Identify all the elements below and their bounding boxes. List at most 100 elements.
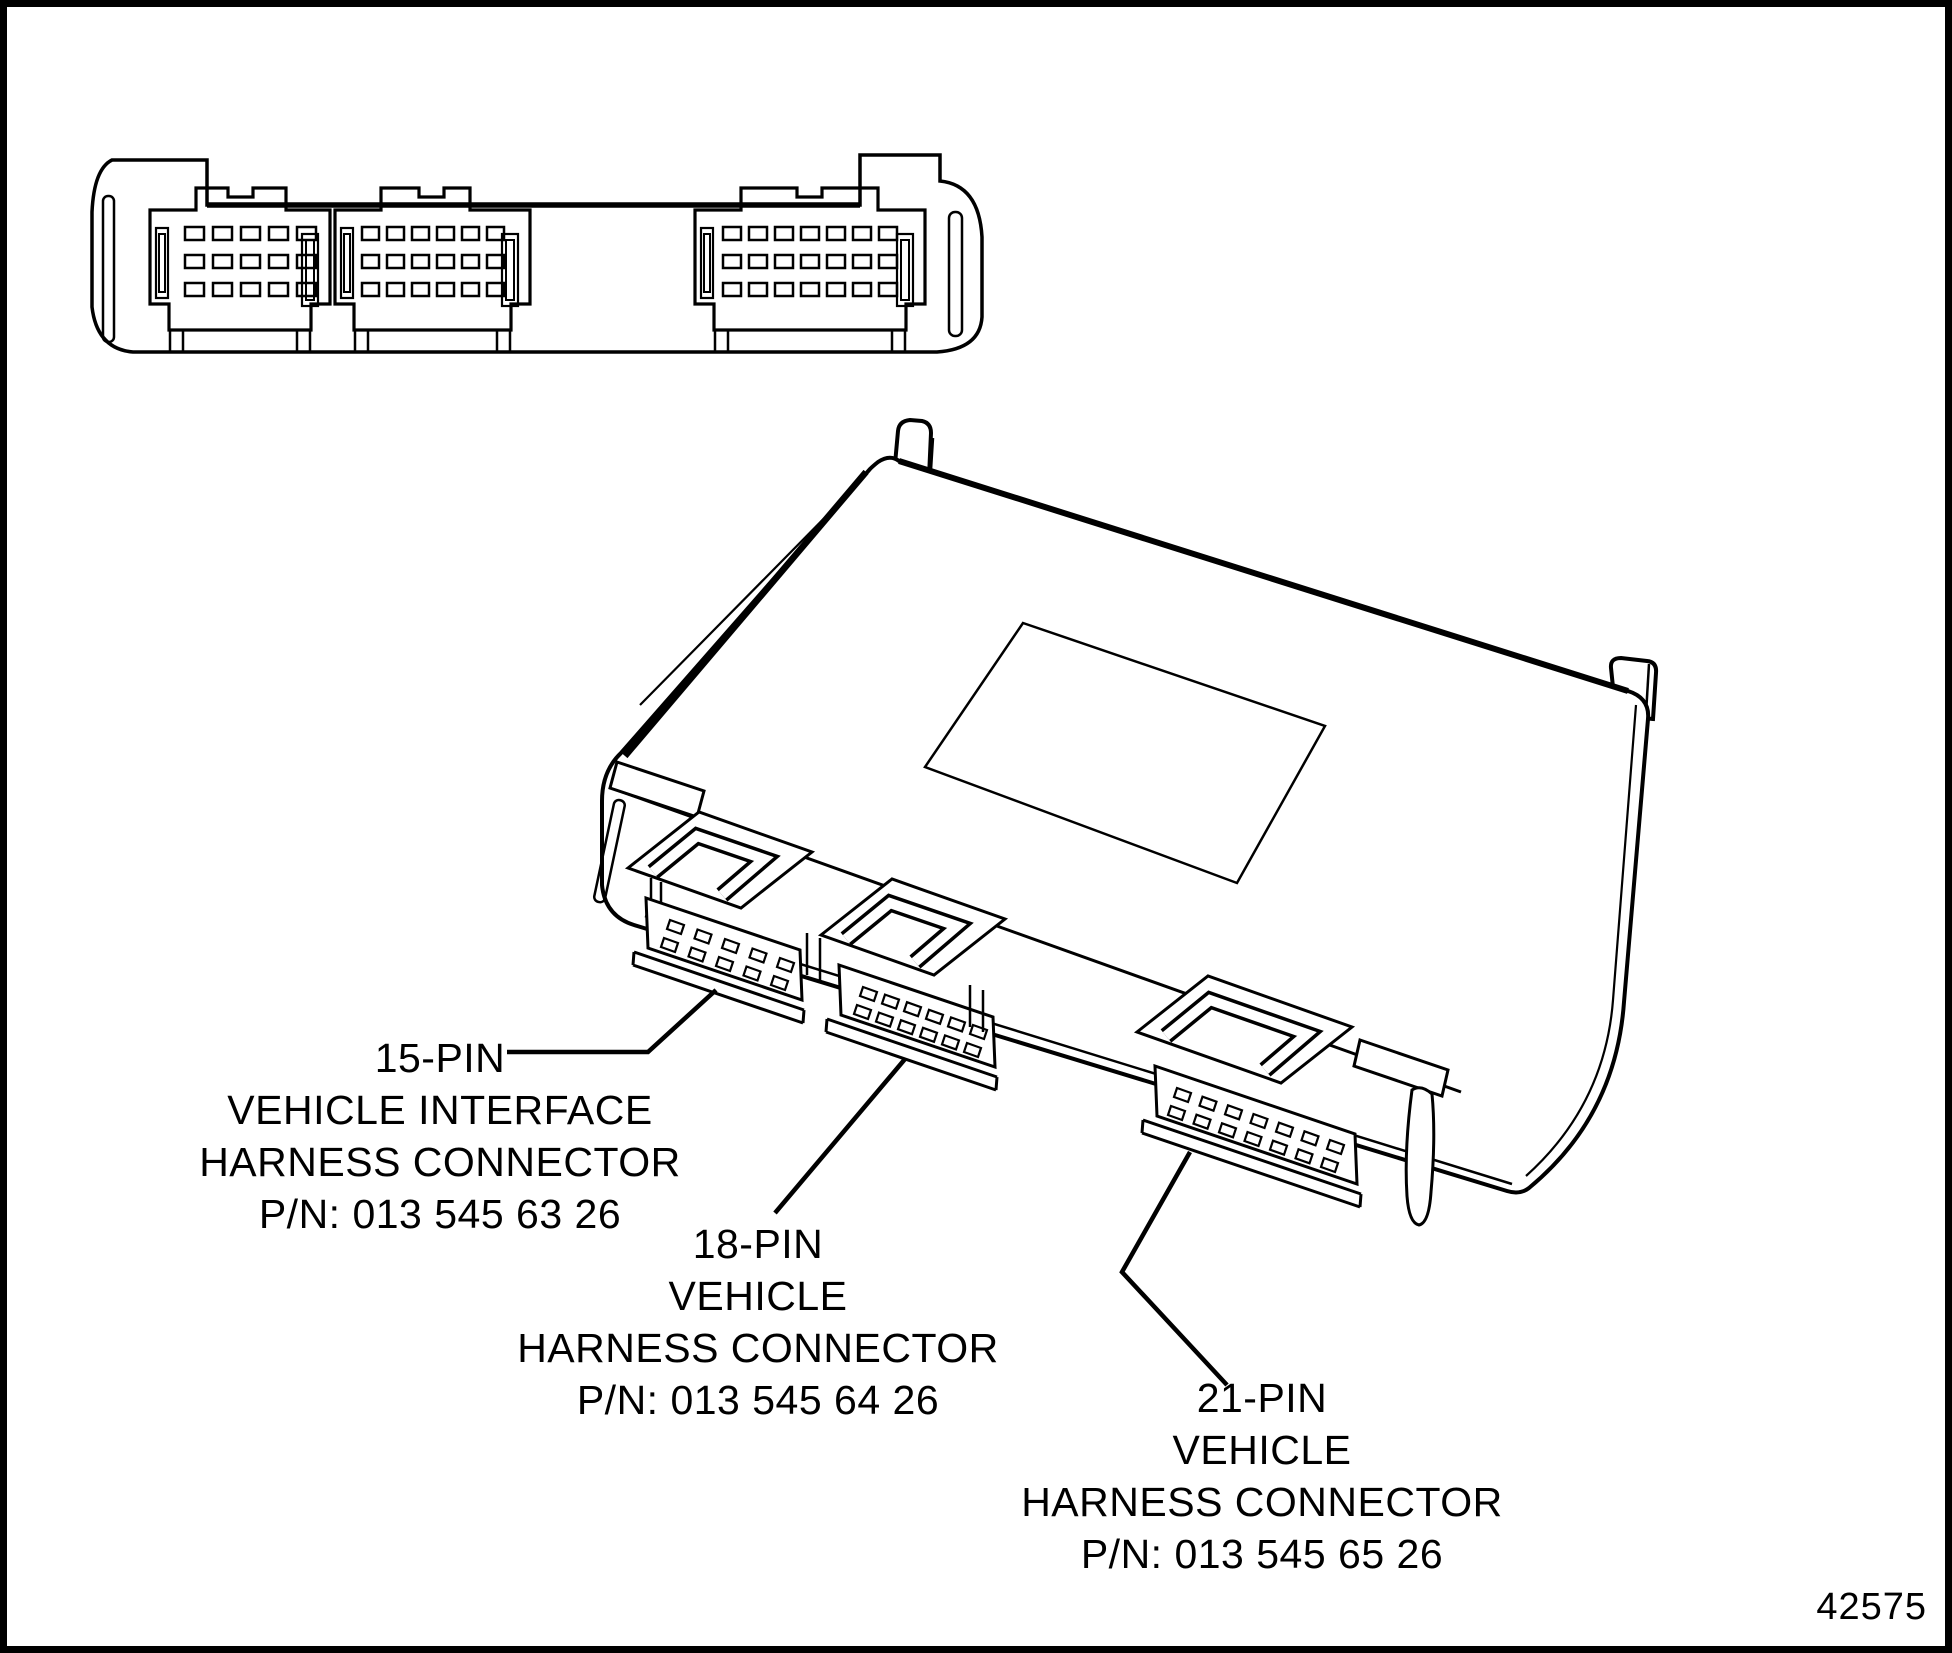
face-socket-21pin [693,186,927,352]
pin-hole [877,253,899,270]
module-inner-line-top-left [639,490,852,706]
terminal-slot [714,955,735,973]
terminal-slot [880,993,901,1011]
pin-hole [877,281,899,298]
front-face-left-slot [592,798,626,904]
connector-15-terminal-slots [659,918,796,992]
leader-line-21pin [1119,1150,1229,1387]
terminal-slot [1294,1147,1314,1165]
terminal-slot [1172,1086,1193,1104]
pin-hole [773,225,795,242]
leader-lines [507,988,1229,1387]
terminal-slot [769,974,790,992]
pin-hole [773,253,795,270]
socket-18-left-latch [339,226,355,300]
pin-hole [851,225,873,242]
pin-hole [410,225,431,242]
terminal-slot [1300,1129,1320,1147]
label-15pin-line2: VEHICLE INTERFACE [227,1087,653,1133]
socket-15-pin-holes [183,225,318,298]
pin-hole [239,253,262,270]
socket-21-left-latch-slot [703,233,711,293]
terminal-slot [742,965,762,982]
pin-hole [211,225,234,242]
pin-hole [485,225,506,242]
label-21pin-part-number: P/N: 013 545 65 26 [1080,1531,1444,1577]
connector-21-key-plate [1133,974,1356,1085]
connector-3d-18pin [817,877,1009,1092]
pin-hole [460,281,481,298]
terminal-slot [1319,1156,1340,1174]
pin-hole [435,253,456,270]
socket-18-legs [353,330,512,352]
pin-hole [295,225,318,242]
terminal-slot [946,1015,967,1033]
label-18pin-connector: 18-PIN VEHICLE HARNESS CONNECTOR P/N: 01… [517,1218,999,1426]
terminal-slot [1268,1139,1289,1157]
socket-15-outline [148,186,332,332]
leader-line-18pin [773,1057,907,1215]
terminal-slot [1249,1112,1269,1130]
terminal-slot [918,1026,939,1044]
front-face-right-block [1352,1038,1450,1098]
terminal-slot [874,1011,895,1029]
connector-21-terminal-slots [1166,1086,1346,1174]
terminal-slot [962,1041,983,1059]
pin-hole [799,281,821,298]
label-18pin-line3: HARNESS CONNECTOR [517,1325,999,1371]
terminal-slot [1166,1104,1187,1122]
pin-hole [460,253,481,270]
terminal-slot [693,928,713,945]
socket-18-right-latch [500,232,520,308]
pin-hole [435,225,456,242]
connector-18-terminal-slots [852,985,989,1059]
label-15pin-part-number: P/N: 013 545 63 26 [258,1191,622,1237]
face-plate-left-slot [101,194,116,344]
terminal-slot [858,985,879,1003]
pin-hole [721,281,743,298]
socket-15-left-latch-slot [158,233,166,293]
pin-hole [211,253,234,270]
socket-18-right-latch-slot [505,239,515,301]
socket-15-right-latch-slot [305,239,315,301]
terminal-slot [1223,1103,1244,1121]
label-15pin-line1: 15-PIN [374,1035,506,1081]
connector-3d-21pin [1133,974,1363,1209]
socket-18-left-latch-slot [343,233,351,293]
socket-18-pin-holes [360,225,506,298]
pin-hole [460,225,481,242]
pin-hole [410,253,431,270]
label-15pin-connector: 15-PIN VEHICLE INTERFACE HARNESS CONNECT… [199,1032,681,1240]
terminal-slot [665,918,686,936]
module-inner-line-right [1525,704,1638,1177]
terminal-slot [1243,1130,1263,1148]
pin-hole [410,281,431,298]
terminal-slot [659,936,680,954]
terminal-slot [902,1000,923,1018]
mounting-tab-top-fold [929,437,935,471]
face-plate-outline [90,153,984,354]
terminal-slot [924,1008,945,1026]
label-18pin-line1: 18-PIN [692,1221,824,1267]
terminal-slot [748,947,768,964]
terminal-slot [720,937,741,955]
pin-hole [295,253,318,270]
connector-face-view [90,153,984,354]
pin-hole [825,225,847,242]
connector-18-key-wall-inner [842,897,967,966]
pin-hole [295,281,318,298]
pin-hole [721,253,743,270]
pin-hole [267,281,290,298]
pin-hole [267,253,290,270]
socket-21-legs [713,330,907,352]
module-body-outline [600,455,1651,1195]
pin-hole [851,253,873,270]
label-21pin-connector: 21-PIN VEHICLE HARNESS CONNECTOR P/N: 01… [1021,1372,1503,1580]
face-socket-15pin [148,186,332,352]
terminal-slot [1325,1138,1346,1156]
pin-hole [825,281,847,298]
pin-hole [825,253,847,270]
module-top-right-edge [898,458,1629,694]
connector-15-key-wall-inner [649,830,774,899]
pin-hole [385,281,406,298]
